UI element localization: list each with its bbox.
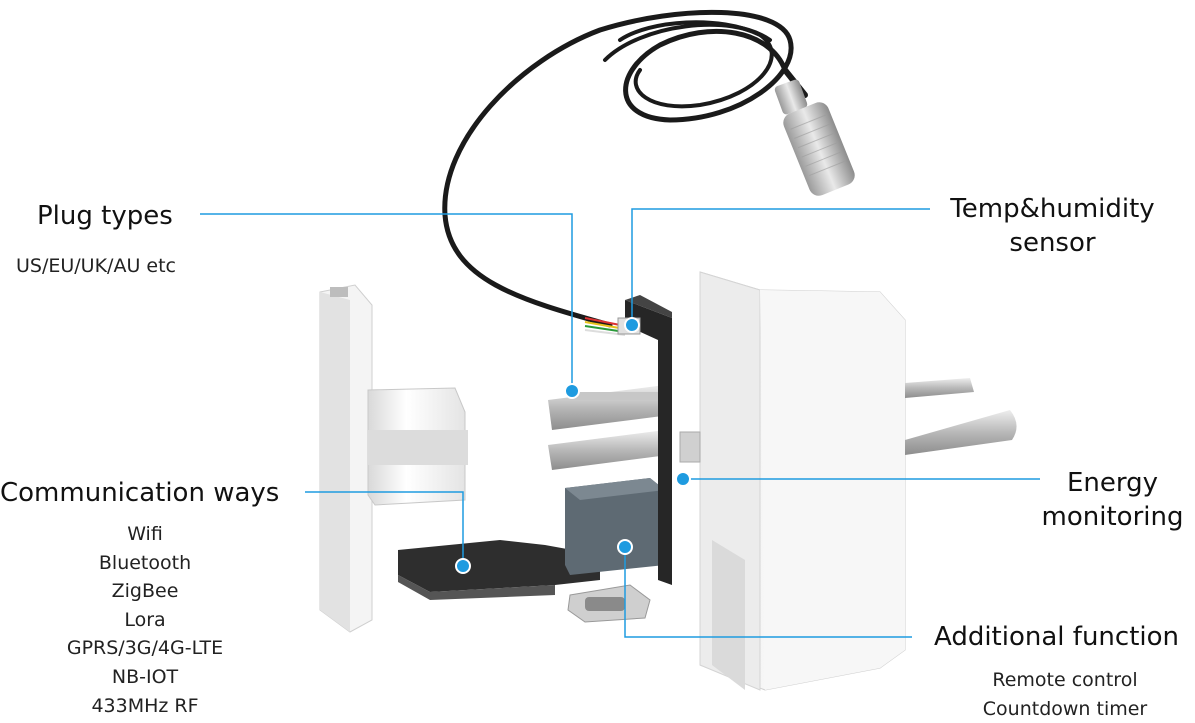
communication-list: Wifi Bluetooth ZigBee Lora GPRS/3G/4G-LT…: [30, 520, 260, 720]
plug-types-sub: US/EU/UK/AU etc: [16, 255, 176, 277]
list-item: ZigBee: [111, 580, 179, 603]
rear-housing: [679, 271, 906, 691]
list-item: 433MHz RF: [91, 694, 199, 717]
list-item: NB-IOT: [111, 665, 179, 688]
list-item: Lora: [124, 608, 166, 631]
additional-list: Remote control Countdown timer: [950, 666, 1180, 723]
front-cover: [319, 284, 373, 633]
energy-line2: monitoring: [1041, 502, 1184, 532]
socket-block: [367, 387, 468, 506]
list-item: Remote control: [992, 669, 1138, 691]
list-item: Countdown timer: [982, 697, 1148, 720]
temp-humidity-line1: Temp&humidity: [950, 194, 1155, 224]
energy-title: Energy monitoring: [1030, 466, 1195, 534]
comm-module-board: [398, 540, 600, 600]
plug-types-title: Plug types: [37, 201, 173, 231]
plug-pins: [905, 378, 1017, 455]
list-item: GPRS/3G/4G-LTE: [66, 637, 224, 660]
sensor-probe: [774, 79, 855, 196]
callout-lines: [200, 208, 1040, 638]
sensor-cable: [442, 9, 808, 328]
list-item: Bluetooth: [98, 551, 192, 574]
additional-title: Additional function: [934, 622, 1179, 652]
list-item: Wifi: [127, 523, 163, 545]
temp-humidity-line2: sensor: [1009, 228, 1096, 258]
callout-dots: [455, 317, 691, 574]
communication-title: Communication ways: [0, 478, 280, 508]
latch-part: [567, 584, 651, 623]
temp-humidity-title: Temp&humidity sensor: [930, 192, 1175, 260]
energy-line1: Energy: [1066, 468, 1159, 498]
relay: [565, 478, 665, 575]
metal-contacts: [548, 385, 670, 470]
